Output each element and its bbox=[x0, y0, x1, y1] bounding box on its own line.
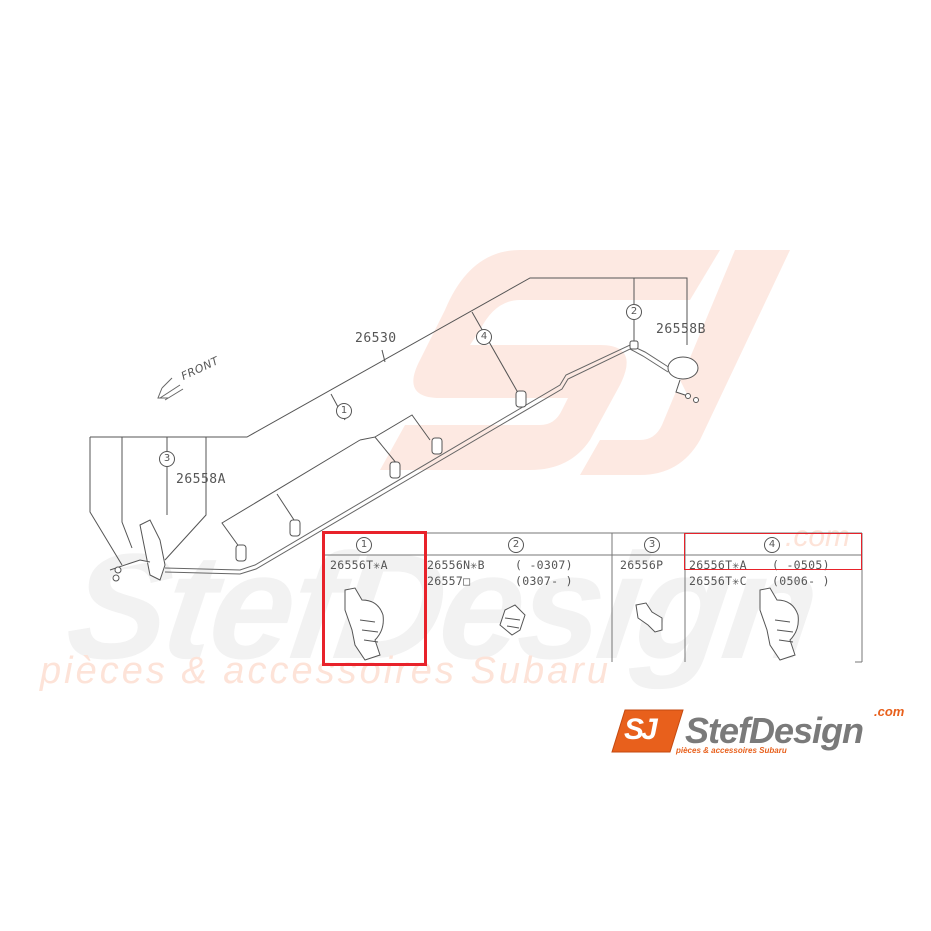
table-col-2-part-1: 26556N✳B bbox=[427, 558, 485, 572]
table-col-4-range-1: ( -0505) bbox=[772, 558, 830, 572]
table-col-2-range-2: (0307- ) bbox=[515, 574, 573, 588]
logo-tagline: pièces & accessoires Subaru bbox=[676, 746, 787, 755]
part-label-26558B: 26558B bbox=[656, 322, 706, 337]
logo-mark-text: SJ bbox=[624, 713, 658, 746]
part-label-26558A: 26558A bbox=[176, 472, 226, 487]
watermark-domain: .com bbox=[785, 520, 851, 553]
logo-brand: StefDesign bbox=[685, 710, 864, 751]
callout-1: 1 bbox=[336, 403, 352, 419]
table-col-4-part-2: 26556T✳C bbox=[689, 574, 747, 588]
table-col-3-index: 3 bbox=[644, 537, 660, 553]
table-col-2-range-1: ( -0307) bbox=[515, 558, 573, 572]
callout-2: 2 bbox=[626, 304, 642, 320]
table-col-2-part-2: 26557□ bbox=[427, 574, 471, 588]
table-col-1-index: 1 bbox=[356, 537, 372, 553]
table-col-4-range-2: (0506- ) bbox=[772, 574, 830, 588]
part-label-26530: 26530 bbox=[355, 331, 397, 346]
table-col-2-index: 2 bbox=[508, 537, 524, 553]
table-col-4-part-1: 26556T✳A bbox=[689, 558, 747, 572]
highlight-box-part-1 bbox=[322, 531, 427, 666]
table-col-4-index: 4 bbox=[764, 537, 780, 553]
table-col-1-part-1: 26556T✳A bbox=[330, 558, 388, 572]
table-col-3-part-1: 26556P bbox=[620, 558, 664, 572]
callout-4: 4 bbox=[476, 329, 492, 345]
logo-domain: .com bbox=[874, 704, 905, 719]
callout-3: 3 bbox=[159, 451, 175, 467]
highlight-box-part-4-row-1 bbox=[684, 533, 862, 570]
